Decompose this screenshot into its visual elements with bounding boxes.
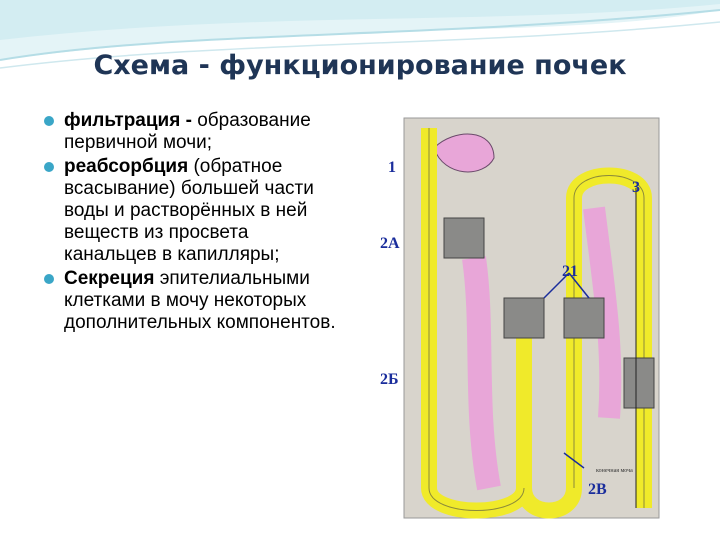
bullet-item: фильтрация - образование первичной мочи; bbox=[44, 110, 344, 154]
label-2a: 2A bbox=[380, 235, 400, 252]
bullet-list: фильтрация - образование первичной мочи;… bbox=[44, 110, 344, 336]
bullet-item: Секреция эпителиальными клетками в мочу … bbox=[44, 268, 344, 334]
bullet-term: реабсорбция bbox=[64, 156, 188, 177]
label-3: 3 bbox=[632, 179, 640, 196]
bullet-dot-icon bbox=[44, 116, 54, 126]
label-2b: 2Б bbox=[380, 371, 399, 388]
bullet-item: реабсорбция (обратное всасывание) больше… bbox=[44, 156, 344, 266]
bullet-term: фильтрация - bbox=[64, 110, 192, 131]
label-21: 21 bbox=[562, 263, 578, 280]
bullet-term: Секреция bbox=[64, 268, 154, 289]
caption-final-urine: конечная моча bbox=[596, 468, 633, 474]
label-2v: 2В bbox=[588, 481, 607, 498]
bullet-dot-icon bbox=[44, 274, 54, 284]
bullet-dot-icon bbox=[44, 162, 54, 172]
label-1: 1 bbox=[388, 159, 396, 176]
page-title: Схема - функционирование почек bbox=[0, 50, 720, 81]
kidney-nephron-diagram: 1 2A 2Б 21 3 2В конечная моча bbox=[374, 108, 674, 528]
